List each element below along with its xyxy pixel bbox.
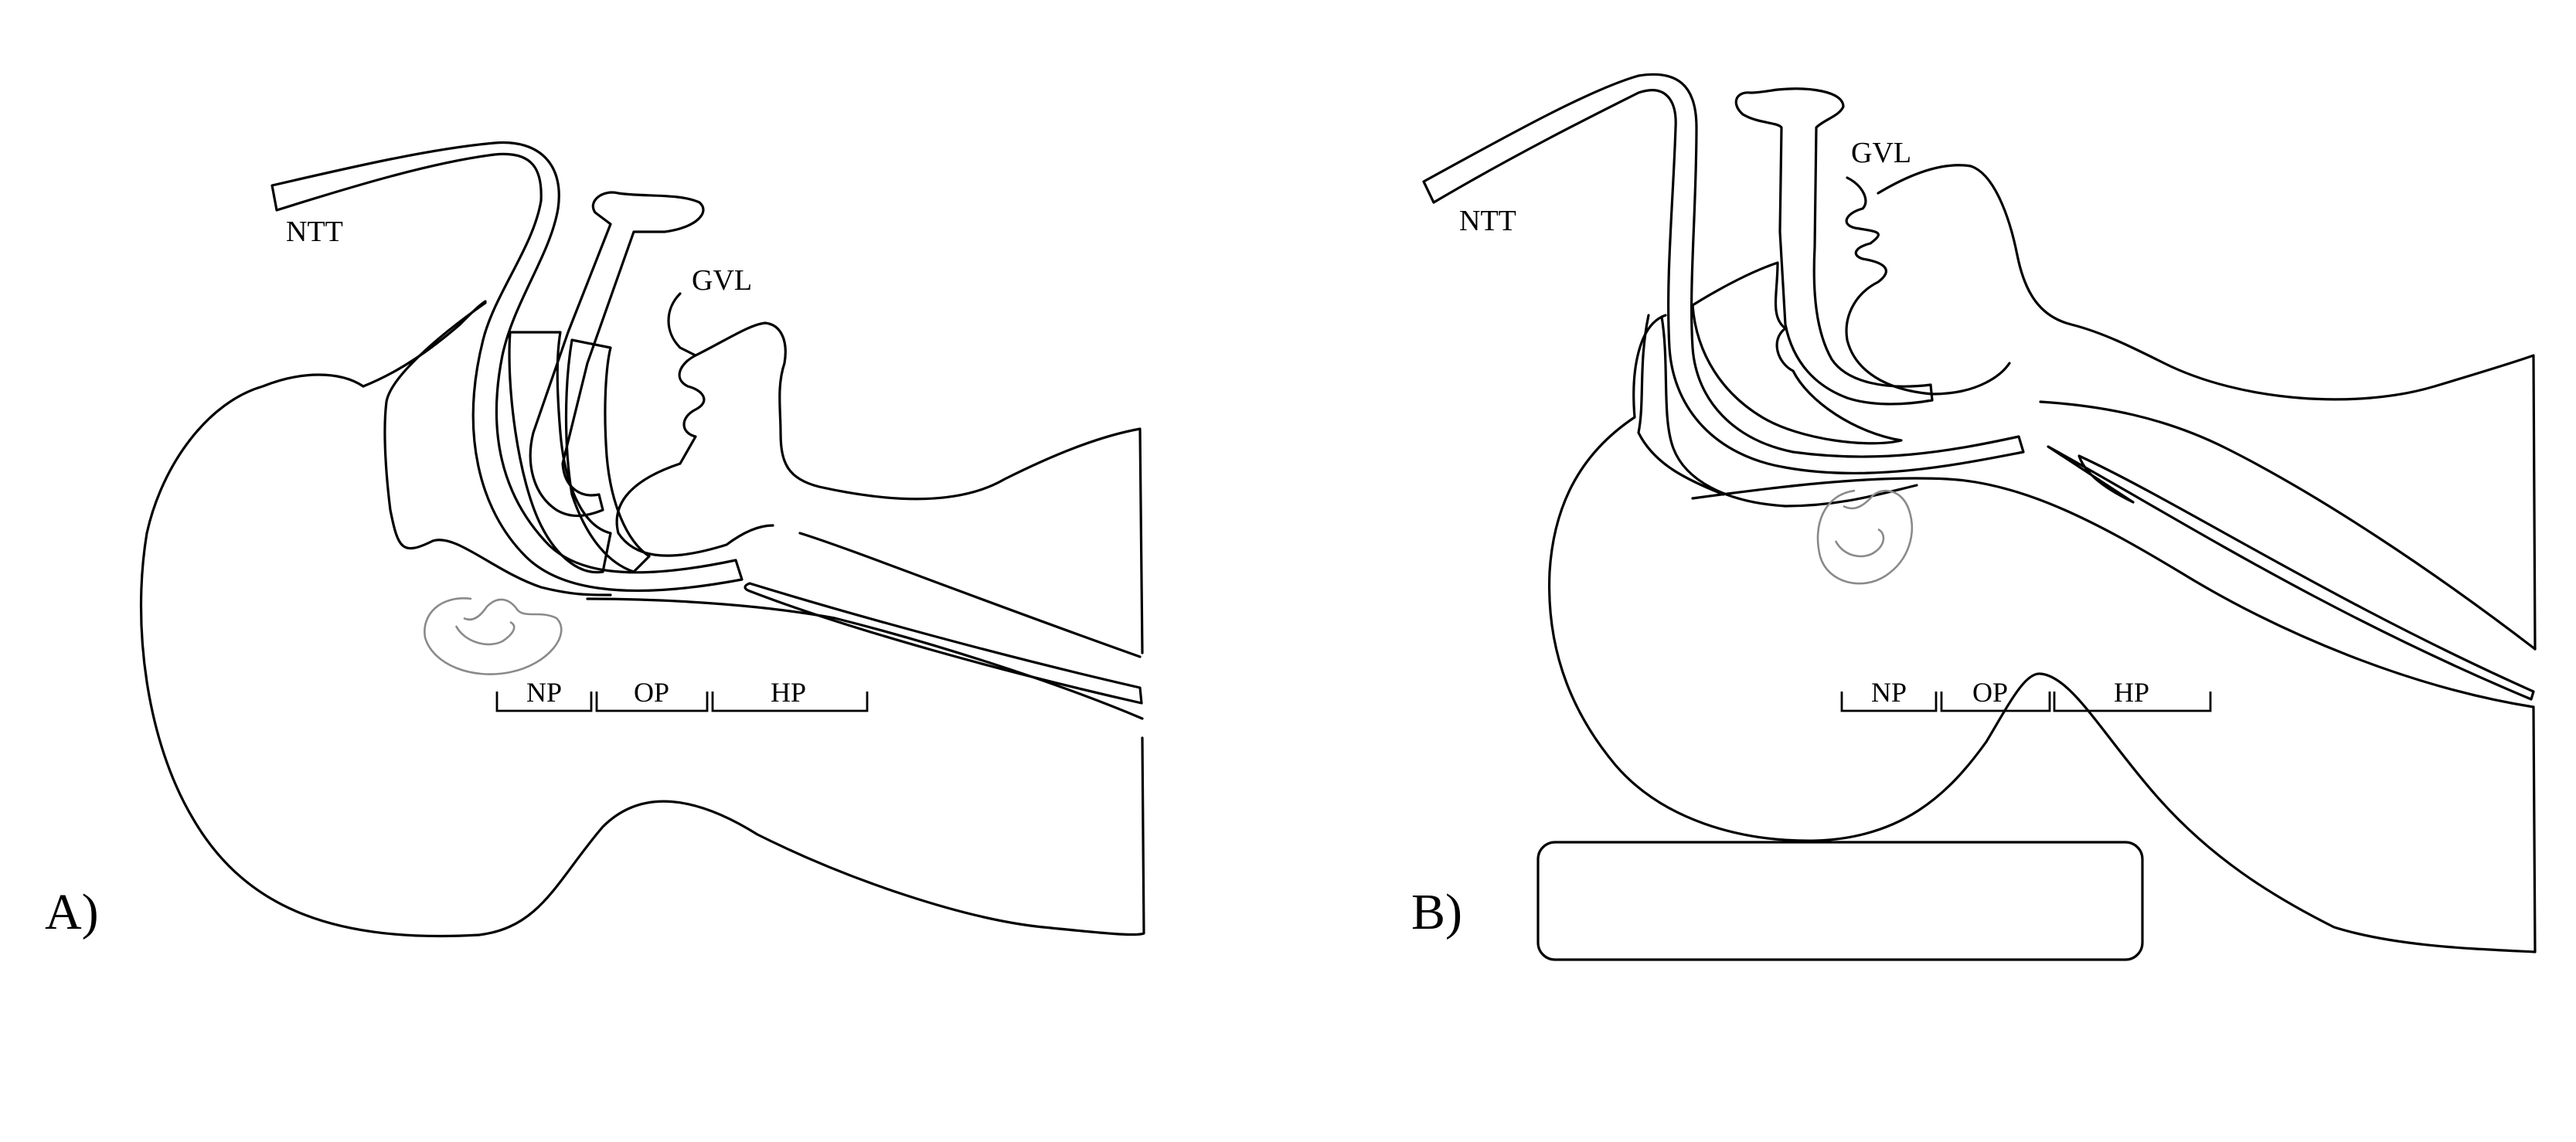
panel-b-larynx-posterior xyxy=(1877,164,2537,651)
panel-a-gvl-label: GVL xyxy=(692,264,752,297)
panel-a-segment-hp: HP xyxy=(771,677,806,708)
panel-b-gvl-blade xyxy=(1734,87,1934,406)
panel-a-segment-np: NP xyxy=(526,677,562,708)
panel-a-nasal-concha-inner xyxy=(454,620,516,646)
panel-a-label: A) xyxy=(45,884,99,940)
panel-a-bracket-op xyxy=(595,692,709,712)
panel-a-nasal-wall xyxy=(383,301,612,596)
panel-a-tongue xyxy=(508,331,612,574)
panel-b-bracket-op xyxy=(1940,692,2051,712)
panel-a-gvl-blade xyxy=(529,191,705,518)
panel-b-gvl-label: GVL xyxy=(1851,137,1911,169)
panel-a-bracket-np xyxy=(495,692,593,712)
panel-b-face xyxy=(1547,314,2537,953)
panel-a-bracket-hp xyxy=(711,692,869,712)
panel-a-larynx-lower xyxy=(694,321,1144,654)
panel-b-ntt-label: NTT xyxy=(1459,205,1516,237)
panel-a-posterior-wall xyxy=(586,597,1144,720)
panel-a-ntt-label: NTT xyxy=(286,216,343,248)
panel-a-trachea xyxy=(744,582,1143,705)
panel-b-segment-op: OP xyxy=(1972,677,2008,708)
panel-a-segment-op: OP xyxy=(634,677,669,708)
panel-b-ntt-tube xyxy=(1422,73,2025,475)
panel-a-segment-brackets: NP OP HP xyxy=(495,677,869,712)
panel-b-nasal-wall xyxy=(1660,315,1918,508)
panel-b: NP OP HP NTT GVL B) xyxy=(1411,73,2537,961)
panel-a-nasal-concha xyxy=(424,597,563,675)
panel-b-nasal-concha-inner xyxy=(1834,528,1885,558)
panel-a: NP OP HP NTT GVL A) xyxy=(45,141,1145,940)
panel-b-larynx-upper xyxy=(1845,176,2011,396)
panel-b-segment-np: NP xyxy=(1871,677,1907,708)
panel-b-trachea xyxy=(2047,445,2535,701)
panel-b-forehead xyxy=(1637,314,1725,496)
panel-b-nasal-concha xyxy=(1816,489,1914,585)
panel-b-segment-brackets: NP OP HP xyxy=(1840,677,2212,712)
panel-b-pharynx-line xyxy=(2039,400,2537,651)
panel-a-larynx-upper xyxy=(615,292,774,557)
panel-b-segment-hp: HP xyxy=(2114,677,2149,708)
panel-b-bracket-np xyxy=(1840,692,1938,712)
panel-b-support-block xyxy=(1536,841,2144,961)
panel-a-forehead xyxy=(362,300,487,388)
panel-a-pharynx-line xyxy=(798,532,1142,658)
panel-a-face xyxy=(139,373,1145,938)
panel-a-soft-palate xyxy=(564,338,651,573)
panel-b-posterior-wall xyxy=(1691,477,2535,709)
panel-b-tongue xyxy=(1691,261,1903,445)
panel-b-label: B) xyxy=(1411,884,1462,940)
panel-a-ntt-tube xyxy=(271,141,744,593)
panel-b-bracket-hp xyxy=(2053,692,2212,712)
